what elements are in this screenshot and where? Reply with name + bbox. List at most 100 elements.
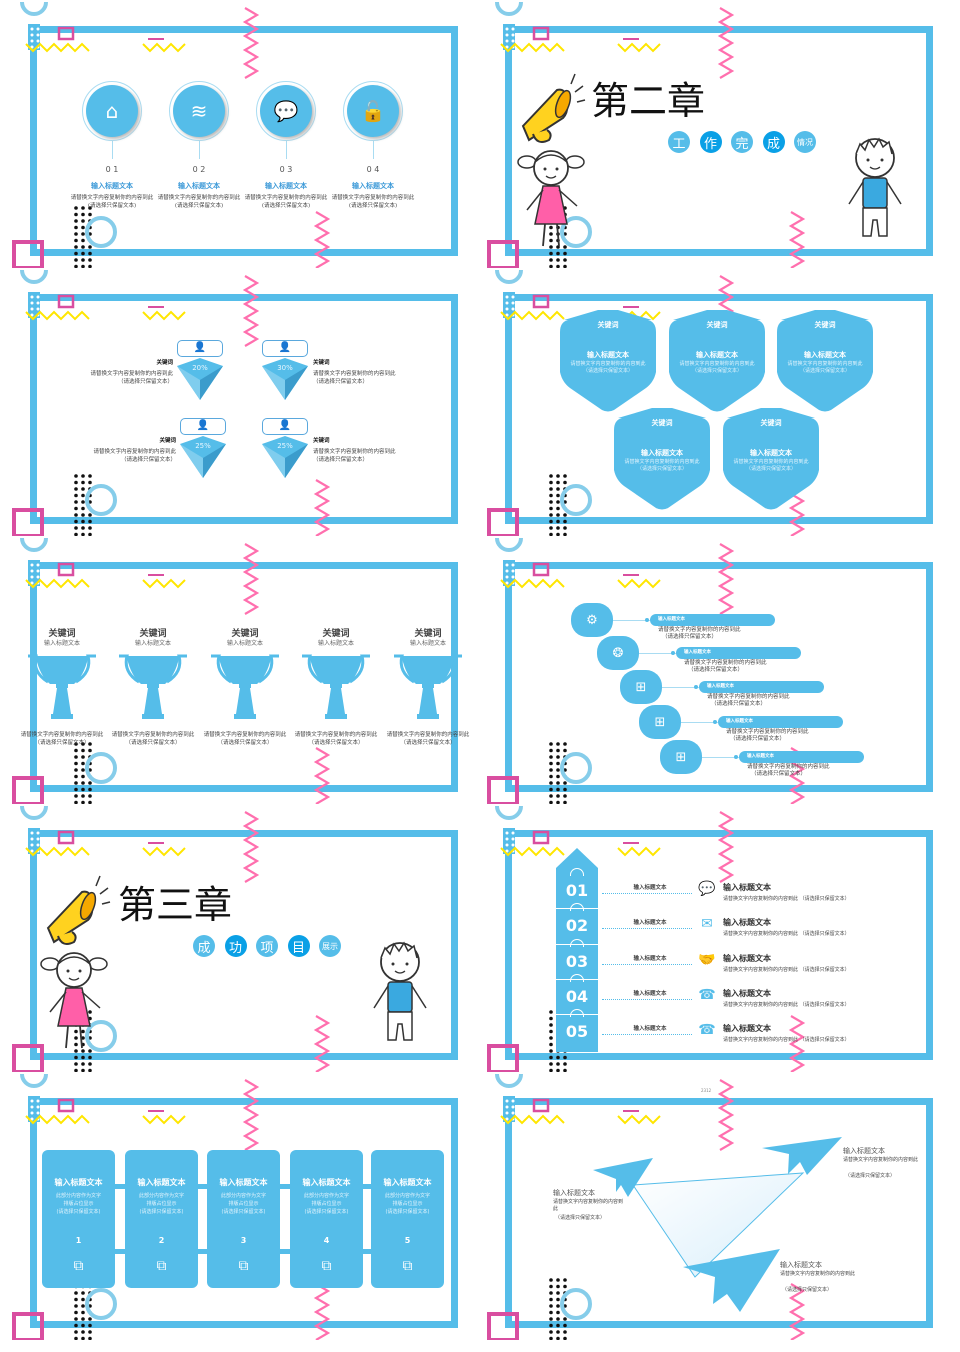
vertical-connector bbox=[286, 141, 287, 159]
hex-keyword: 关键词 bbox=[814, 321, 836, 329]
slide-frame bbox=[505, 294, 933, 524]
keyword-desc: 请替换文字内容复制你的内容到此 bbox=[313, 371, 396, 377]
keyword-note: （请选择只保留文本） bbox=[117, 379, 173, 385]
slide-frame bbox=[30, 1098, 458, 1328]
card-number: 5 bbox=[404, 1236, 411, 1245]
step-dot bbox=[645, 618, 649, 622]
girl-illustration bbox=[40, 952, 108, 1049]
step-card[interactable] bbox=[290, 1150, 363, 1288]
hex-note: （请选择只保留文本） bbox=[799, 368, 850, 374]
handshake-icon: 🤝 bbox=[698, 951, 716, 968]
icon-ring bbox=[82, 81, 142, 141]
decorative-shapes bbox=[487, 537, 806, 804]
row-number: 02 bbox=[565, 916, 589, 936]
step-title-bar[interactable]: 输入标题文本 bbox=[676, 647, 801, 659]
plane-note: （请选择只保留文本） bbox=[782, 1287, 833, 1293]
subtitle-char-badge: 展示 bbox=[319, 935, 341, 957]
step-title-bar[interactable]: 输入标题文本 bbox=[650, 614, 775, 626]
decorative-shapes bbox=[487, 269, 806, 536]
row-number: 03 bbox=[565, 951, 589, 971]
subtitle-char-badge: 工 bbox=[668, 131, 690, 153]
plane-title: 输入标题文本 bbox=[780, 1261, 822, 1269]
step-dot bbox=[713, 720, 717, 724]
step-card[interactable] bbox=[371, 1150, 444, 1288]
trophy-icon bbox=[119, 654, 187, 719]
person-badge: 👤 bbox=[262, 418, 308, 435]
step-connector bbox=[702, 757, 739, 758]
step-title-bar[interactable]: 输入标题文本 bbox=[718, 716, 843, 728]
step-card[interactable] bbox=[207, 1150, 280, 1288]
subtitle-char-badge: 功 bbox=[224, 935, 247, 957]
trophy-keyword: 关键词 bbox=[139, 629, 167, 639]
trophy-title: 输入标题文本 bbox=[226, 640, 263, 647]
slide-chapter-two[interactable]: 第二章工作完成情况 bbox=[475, 0, 950, 268]
row-desc: 请替换文字内容复制你的内容到此 （请选择只保留文本） bbox=[723, 1001, 850, 1008]
hexagon-card bbox=[560, 310, 656, 412]
dotted-arrow bbox=[602, 998, 692, 1000]
step-card[interactable] bbox=[42, 1150, 115, 1288]
devices-icon: ⧉ bbox=[321, 1258, 332, 1274]
dotted-arrow bbox=[602, 928, 692, 930]
subtitle-char-badge: 情况 bbox=[794, 131, 816, 153]
step-title-bar[interactable]: 输入标题文本 bbox=[699, 681, 824, 693]
slide-paper-planes[interactable]: 2312 输入标题文本请替换文字内容复制你的内容到此（请选择只保留文本）输入标题… bbox=[475, 1072, 950, 1340]
hex-note: （请选择只保留文本） bbox=[745, 466, 796, 472]
card-text-line: (请选择只保留文本) bbox=[139, 1209, 184, 1215]
row-desc: 请替换文字内容复制你的内容到此 （请选择只保留文本） bbox=[723, 931, 850, 938]
slide-hexagon-keywords[interactable]: 关键词输入标题文本请替换文字内容复制你的内容到此（请选择只保留文本）关键词输入标… bbox=[475, 268, 950, 536]
phone-24-icon: ☎ bbox=[698, 986, 716, 1003]
slide-frame bbox=[30, 294, 458, 524]
trophy-note: （请选择只保留文本） bbox=[308, 740, 364, 746]
trophy-icon bbox=[211, 654, 279, 719]
decorative-shapes bbox=[12, 1073, 331, 1340]
puzzle-tab bbox=[570, 1009, 584, 1018]
unlock-icon: 🔓 bbox=[347, 85, 399, 137]
home-icon: ⌂ bbox=[86, 85, 138, 137]
slide-frame bbox=[30, 26, 458, 256]
step-card[interactable] bbox=[125, 1150, 198, 1288]
row-title: 输入标题文本 bbox=[723, 953, 771, 963]
decorative-shapes bbox=[12, 1, 331, 268]
puzzle-tab bbox=[570, 938, 584, 947]
puzzle-tab bbox=[570, 868, 584, 876]
trophy-icon bbox=[302, 654, 370, 719]
chapter-title: 第三章 bbox=[118, 883, 233, 927]
trophy-title: 输入标题文本 bbox=[317, 640, 354, 647]
hex-title: 输入标题文本 bbox=[587, 351, 629, 359]
row-label: 输入标题文本 bbox=[633, 990, 667, 997]
decorative-shapes bbox=[12, 805, 331, 1072]
item-desc: 请替换文字内容复制你的内容到此 bbox=[331, 195, 415, 201]
card-text-line: 排版占位显示 bbox=[146, 1201, 177, 1207]
hexagon-card bbox=[614, 408, 710, 510]
slide-five-cards[interactable]: 输入标题文本此部分内容作为文字排版占位显示(请选择只保留文本)1⧉输入标题文本此… bbox=[0, 1072, 475, 1340]
slide-chapter-three[interactable]: 第三章成功项目展示 bbox=[0, 804, 475, 1072]
slide-frame bbox=[30, 830, 458, 1060]
item-number: 0 4 bbox=[366, 165, 380, 174]
trophy-note: （请选择只保留文本） bbox=[400, 740, 456, 746]
trophy-note: （请选择只保留文本） bbox=[125, 740, 181, 746]
trophy-note: （请选择只保留文本） bbox=[34, 740, 90, 746]
hex-keyword: 关键词 bbox=[651, 419, 673, 427]
slide-percent-pentagons[interactable]: 👤20%关键词请替换文字内容复制你的内容到此（请选择只保留文本）👤30%关键词请… bbox=[0, 268, 475, 536]
slide-frame bbox=[505, 26, 933, 256]
slide-steps[interactable]: ⚙输入标题文本请替换文字内容复制你的内容到此（请选择只保留文本）❂输入标题文本请… bbox=[475, 536, 950, 804]
step-desc: 请替换文字内容复制你的内容到此 bbox=[658, 627, 741, 633]
percent-pentagon bbox=[177, 358, 223, 400]
row-label: 输入标题文本 bbox=[633, 885, 667, 891]
keyword-desc: 请替换文字内容复制你的内容到此 bbox=[93, 449, 176, 455]
row-label: 输入标题文本 bbox=[633, 920, 667, 927]
step-dot bbox=[671, 651, 675, 655]
decorative-shapes bbox=[12, 537, 331, 804]
keyword-label: 关键词 bbox=[156, 360, 173, 366]
slide-trophies[interactable]: 关键词输入标题文本请替换文字内容复制你的内容到此（请选择只保留文本）关键词输入标… bbox=[0, 536, 475, 804]
step-note: （请选择只保留文本） bbox=[730, 736, 786, 742]
trophy-desc: 请替换文字内容复制你的内容到此 bbox=[20, 732, 104, 738]
dotted-arrow bbox=[602, 963, 692, 965]
item-note: (请选择只保留文本) bbox=[348, 203, 398, 209]
icon-ring bbox=[256, 81, 316, 141]
vertical-connector bbox=[112, 141, 113, 159]
card-title: 输入标题文本 bbox=[383, 1178, 432, 1187]
step-title-bar[interactable]: 输入标题文本 bbox=[739, 751, 864, 763]
